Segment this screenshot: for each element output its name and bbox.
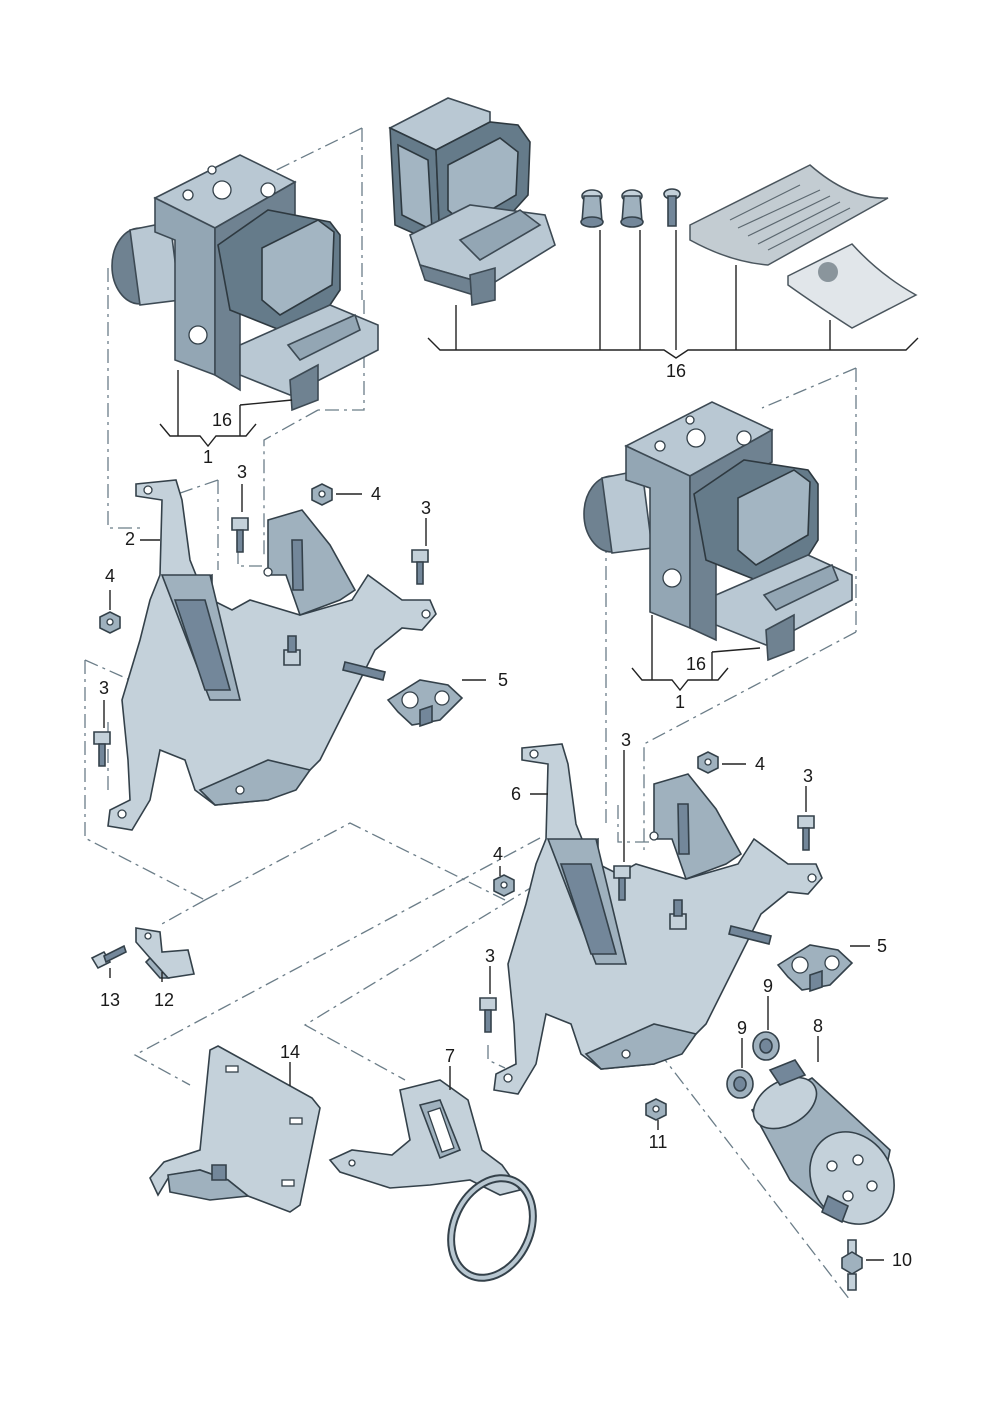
callout-10: 10 (892, 1250, 912, 1270)
callout-3-f: 3 (485, 946, 495, 966)
bolt (797, 815, 815, 851)
grommet (752, 1031, 780, 1061)
documents (689, 164, 918, 329)
hydraulic-unit-top (388, 97, 556, 306)
bolt (613, 865, 631, 901)
callout-9-a: 9 (763, 976, 773, 996)
callout-3-b: 3 (421, 498, 431, 518)
callout-4-a: 4 (371, 484, 381, 504)
callout-1-left: 1 (203, 447, 213, 467)
bolt (90, 944, 127, 970)
callout-4-b: 4 (105, 566, 115, 586)
leader-lines (103, 230, 919, 1261)
pump-clamp-bracket (328, 1079, 537, 1282)
callout-labels: 1 16 16 1 16 3 4 3 2 4 5 3 3 4 3 6 4 5 1… (99, 361, 912, 1270)
bolt (411, 549, 429, 585)
assembly-lines (84, 127, 857, 1301)
bolt (479, 997, 497, 1033)
cable-clip (776, 944, 854, 993)
callout-5-a: 5 (498, 670, 508, 690)
callout-5-b: 5 (877, 936, 887, 956)
pump (750, 1059, 895, 1225)
stud (841, 1239, 863, 1291)
callout-4-c: 4 (755, 754, 765, 774)
callout-13: 13 (100, 990, 120, 1010)
hydraulic-unit-left (111, 154, 379, 412)
bolt (231, 517, 249, 553)
callout-8: 8 (813, 1016, 823, 1036)
callout-9-b: 9 (737, 1018, 747, 1038)
nut (311, 483, 333, 506)
callout-3-c: 3 (99, 678, 109, 698)
hydraulic-unit-right (583, 401, 853, 662)
callout-16-left: 16 (212, 410, 232, 430)
nut (645, 1098, 667, 1121)
nut (697, 751, 719, 774)
callout-14: 14 (280, 1042, 300, 1062)
cable-clip (386, 679, 464, 728)
callout-4-d: 4 (493, 844, 503, 864)
bolt (663, 188, 681, 227)
bolt (93, 731, 111, 767)
callout-3-a: 3 (237, 462, 247, 482)
bolt (620, 189, 644, 228)
callout-6: 6 (511, 784, 521, 804)
callout-16-right: 16 (686, 654, 706, 674)
holder-plate (135, 927, 195, 979)
callout-1-right: 1 (675, 692, 685, 712)
callout-16-top: 16 (666, 361, 686, 381)
callout-12: 12 (154, 990, 174, 1010)
bracket-right (493, 743, 823, 1095)
callout-7: 7 (445, 1046, 455, 1066)
bracket-left (107, 479, 437, 831)
grommet (726, 1069, 754, 1099)
callout-2: 2 (125, 529, 135, 549)
nut (99, 611, 121, 634)
nut (493, 874, 515, 897)
shield-plate (149, 1045, 321, 1213)
callout-11: 11 (649, 1132, 668, 1152)
callout-3-d: 3 (621, 730, 631, 750)
callout-3-e: 3 (803, 766, 813, 786)
bolt (580, 189, 604, 228)
